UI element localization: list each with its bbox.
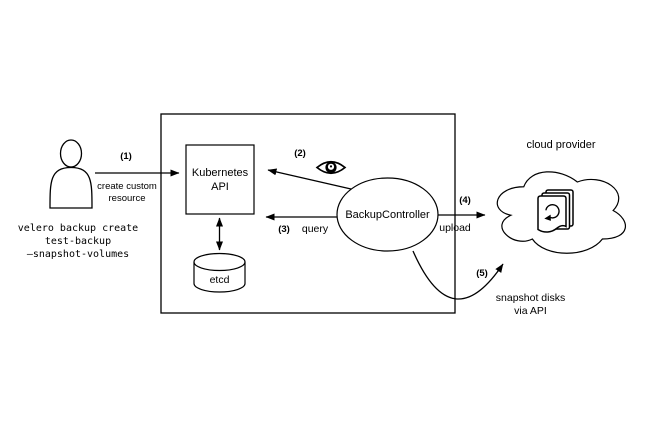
person-icon — [49, 139, 93, 209]
step-1-label-line2: resource — [108, 192, 146, 204]
cloud-provider-label: cloud provider — [526, 139, 596, 151]
kubernetes-api-box — [185, 144, 255, 215]
person-head — [59, 139, 83, 168]
velero-command-line2: test-backup — [44, 235, 112, 247]
backup-controller-label: BackupController — [345, 209, 430, 221]
snapshot-disks-label-line2: via API — [514, 305, 547, 318]
step-1-label-line1: create custom — [97, 181, 157, 192]
query-label: query — [301, 223, 329, 235]
upload-label: upload — [439, 222, 471, 234]
step-5-number: (5) — [476, 268, 488, 279]
step-3-number: (3) — [278, 224, 290, 235]
velero-command-text: velero backup create test-backup —snapsh… — [3, 223, 153, 261]
snapshot-disks-label: snapshot disks via API — [488, 292, 573, 318]
stacked-backup-pages-icon — [537, 189, 574, 233]
kubernetes-api-label-line2: API — [211, 180, 229, 193]
arrow-5-snapshot — [412, 250, 504, 300]
backup-controller-ellipse — [336, 177, 439, 252]
step-1-label: create custom resource — [87, 181, 167, 205]
etcd-cylinder — [193, 252, 246, 293]
step-2-number: (2) — [294, 148, 306, 159]
velero-command-line1: velero backup create — [17, 223, 139, 234]
restore-circular-arrow-icon — [544, 204, 560, 221]
person-body — [49, 166, 93, 209]
step-1-number: (1) — [120, 151, 132, 162]
eye-icon — [315, 160, 347, 175]
kubernetes-api-label: Kubernetes API — [186, 167, 254, 195]
cluster-boundary-box — [160, 113, 456, 314]
snapshot-disks-label-line1: snapshot disks — [495, 292, 566, 304]
kubernetes-api-label-line1: Kubernetes — [191, 167, 249, 179]
velero-command-line3: —snapshot-volumes — [26, 248, 130, 260]
step-4-number: (4) — [459, 195, 471, 206]
etcd-label: etcd — [209, 274, 230, 286]
arrow-2-watch — [267, 168, 352, 190]
